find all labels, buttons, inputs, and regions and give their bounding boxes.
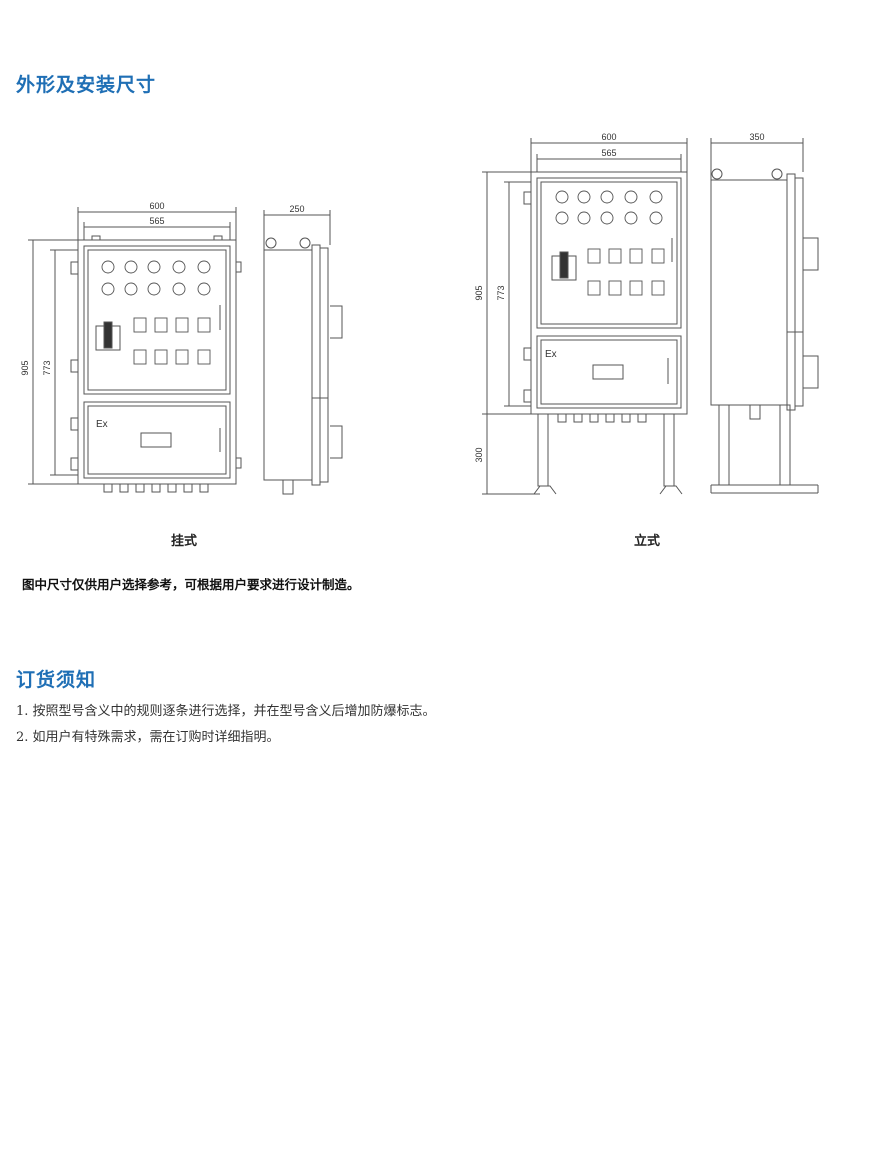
wall-width-inner: 565 [149, 216, 164, 226]
floor-stand-height: 300 [474, 447, 484, 462]
list-item: 1. 按照型号含义中的规则逐条进行选择，并在型号含义后增加防爆标志。 [16, 704, 436, 719]
list-item: 2. 如用户有特殊需求，需在订购时详细指明。 [16, 730, 280, 745]
floor-width-outer: 600 [601, 132, 616, 142]
floor-ex-label: Ex [545, 349, 557, 360]
order-section-title: 订货须知 [16, 669, 97, 691]
floor-front-view: 600 565 905 773 300 Ex [474, 132, 688, 495]
wall-ex-label: Ex [96, 419, 108, 430]
floor-height-inner: 773 [496, 285, 506, 300]
dimension-note: 图中尺寸仅供用户选择参考，可根据用户要求进行设计制造。 [22, 577, 360, 592]
wall-front-view: 600 565 905 773 Ex [20, 201, 242, 493]
floor-depth: 350 [749, 132, 764, 142]
order-notes-list: 1. 按照型号含义中的规则逐条进行选择，并在型号含义后增加防爆标志。 2. 如用… [16, 702, 436, 754]
wall-caption: 挂式 [171, 534, 198, 549]
wall-width-outer: 600 [149, 201, 164, 211]
floor-side-view: 350 [710, 132, 819, 494]
dimensions-section-title: 外形及安装尺寸 [16, 74, 157, 96]
wall-depth: 250 [289, 204, 304, 214]
floor-width-inner: 565 [601, 148, 616, 158]
floor-height-outer: 905 [474, 285, 484, 300]
wall-height-inner: 773 [42, 360, 52, 375]
floor-caption: 立式 [634, 534, 661, 549]
wall-height-outer: 905 [20, 360, 30, 375]
wall-side-view: 250 [263, 204, 343, 495]
dimension-drawings: 600 565 905 773 Ex [20, 132, 819, 495]
